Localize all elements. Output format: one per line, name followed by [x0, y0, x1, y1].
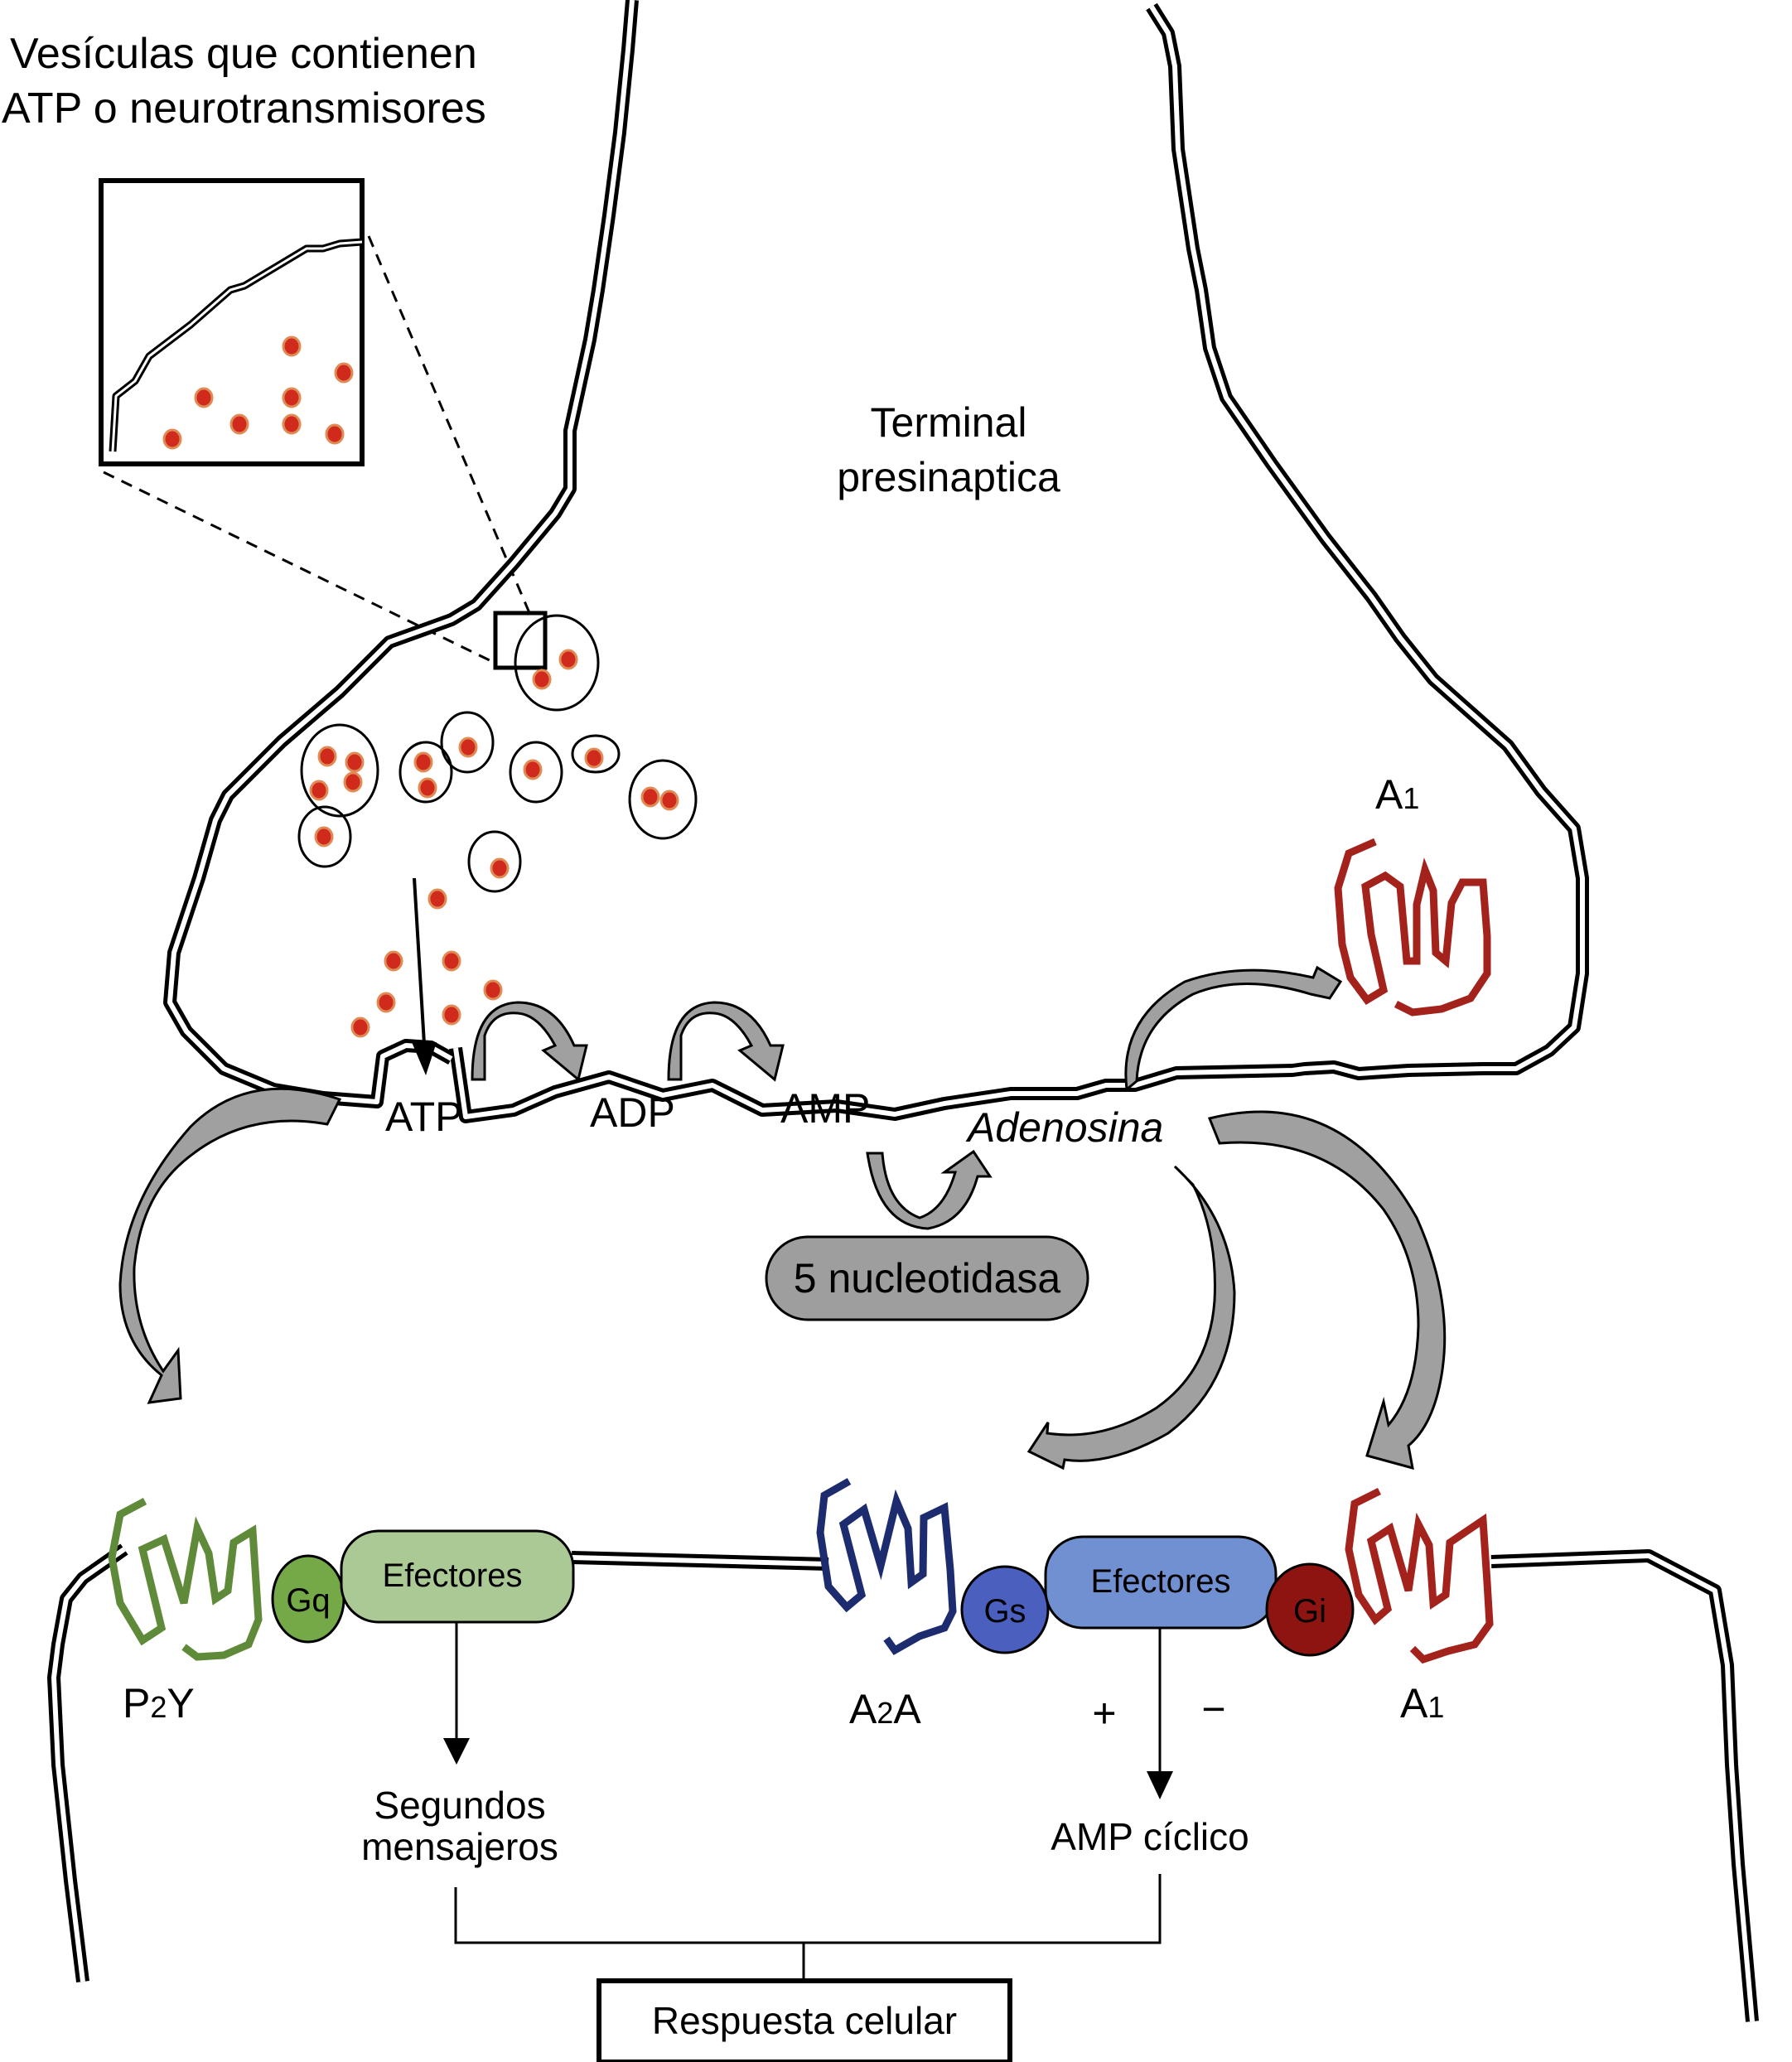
adp-label: ADP — [590, 1089, 675, 1136]
p2y-receptor-shape — [108, 1498, 263, 1661]
inset-zoom-box — [99, 178, 532, 664]
vesicle — [398, 741, 453, 804]
effector-green-label: Efectores — [383, 1557, 523, 1594]
focus-square — [493, 611, 548, 670]
vesicle — [300, 723, 379, 818]
second-messenger-arrow — [443, 1622, 470, 1765]
released-atp-dots — [350, 888, 503, 1038]
cell-response-label: Respuesta celular — [652, 1999, 957, 2042]
gi-protein — [1265, 1562, 1355, 1657]
p2y-receptor-complex: Gq Efectores P2Y — [108, 1498, 575, 1726]
camp-label: AMP cíclico — [1051, 1815, 1249, 1858]
terminal-label-line-1: Terminal — [871, 399, 1027, 446]
amp-to-adenosine-arrow — [866, 1149, 993, 1230]
adenosine-to-presynaptic-a1-arrow — [1124, 965, 1343, 1092]
terminal-label-line-2: presinaptica — [837, 454, 1060, 500]
second-messengers-line-2: mensajeros — [361, 1825, 558, 1868]
a1-receptor-shape — [1334, 838, 1491, 1017]
atp-to-adp-arrow — [471, 1001, 588, 1082]
cell-response-frame — [597, 1978, 1012, 2062]
release-arrow — [412, 877, 437, 1075]
vesicle — [467, 830, 522, 893]
gs-label: Gs — [983, 1593, 1026, 1630]
presynaptic-a1-receptor: A1 — [1334, 771, 1491, 1017]
nucleotidase-label: 5 nucleotidasa — [794, 1255, 1061, 1301]
atp-label: ATP — [385, 1094, 463, 1140]
vesicle-caption-line-1: Vesículas que contienen — [10, 30, 477, 78]
presynaptic-membrane — [163, 0, 1589, 1123]
minus-sign: − — [1201, 1686, 1225, 1732]
effector-blue-label: Efectores — [1091, 1563, 1231, 1600]
atp-to-p2y-arrow — [118, 1087, 342, 1404]
adp-to-amp-arrow — [667, 1001, 785, 1082]
cell-response-box: Respuesta celular — [597, 1978, 1012, 2062]
vesicle-caption: Vesículas que contienen ATP o neurotrans… — [2, 30, 486, 133]
synaptic-vesicles — [297, 614, 698, 893]
postsynaptic-a1-label: A1 — [1400, 1680, 1444, 1726]
inset-frame — [99, 178, 365, 466]
a2a-label: A2A — [849, 1686, 921, 1732]
plus-sign: + — [1092, 1690, 1116, 1736]
camp-arrow — [1147, 1628, 1173, 1799]
vesicle — [628, 759, 698, 840]
adenosine-to-a2a-arrow — [1026, 1165, 1236, 1470]
vesicle — [297, 805, 352, 868]
vesicle — [440, 711, 495, 774]
adenosine-to-a1-arrow — [1207, 1110, 1447, 1470]
presynaptic-membrane-path — [163, 0, 1589, 1123]
gi-label: Gi — [1293, 1593, 1326, 1630]
vesicle-caption-line-2: ATP o neurotransmisores — [2, 85, 486, 133]
vesicle — [514, 614, 600, 712]
gq-label: Gq — [286, 1582, 330, 1619]
vesicle — [571, 734, 621, 774]
nucleotidase-enzyme: 5 nucleotidasa — [765, 1235, 1089, 1321]
p2y-label: P2Y — [123, 1680, 195, 1726]
vesicle — [509, 741, 563, 804]
a2a-receptor-shape — [816, 1478, 957, 1655]
a2a-receptor-complex: Gs A2A — [816, 1478, 1050, 1732]
second-messengers-line-1: Segundos — [374, 1784, 545, 1827]
a1-receptor-shape — [1345, 1487, 1494, 1664]
postsynaptic-membrane — [47, 1543, 1759, 2022]
inset-vesicle-dots — [162, 336, 354, 450]
response-connector — [454, 1874, 1162, 1980]
zoom-guide-line-bottom — [103, 471, 495, 664]
amp-label: AMP — [780, 1085, 870, 1132]
presynaptic-a1-label: A1 — [1375, 771, 1419, 818]
zoom-guide-line-top — [367, 235, 532, 616]
gs-protein — [960, 1565, 1050, 1654]
nucleotidase-pill — [765, 1235, 1089, 1321]
terminal-label: Terminal presinaptica — [837, 399, 1060, 500]
adenosine-label: Adenosina — [965, 1104, 1163, 1151]
postsynaptic-a1-receptor-complex: Gi A1 — [1265, 1487, 1494, 1726]
